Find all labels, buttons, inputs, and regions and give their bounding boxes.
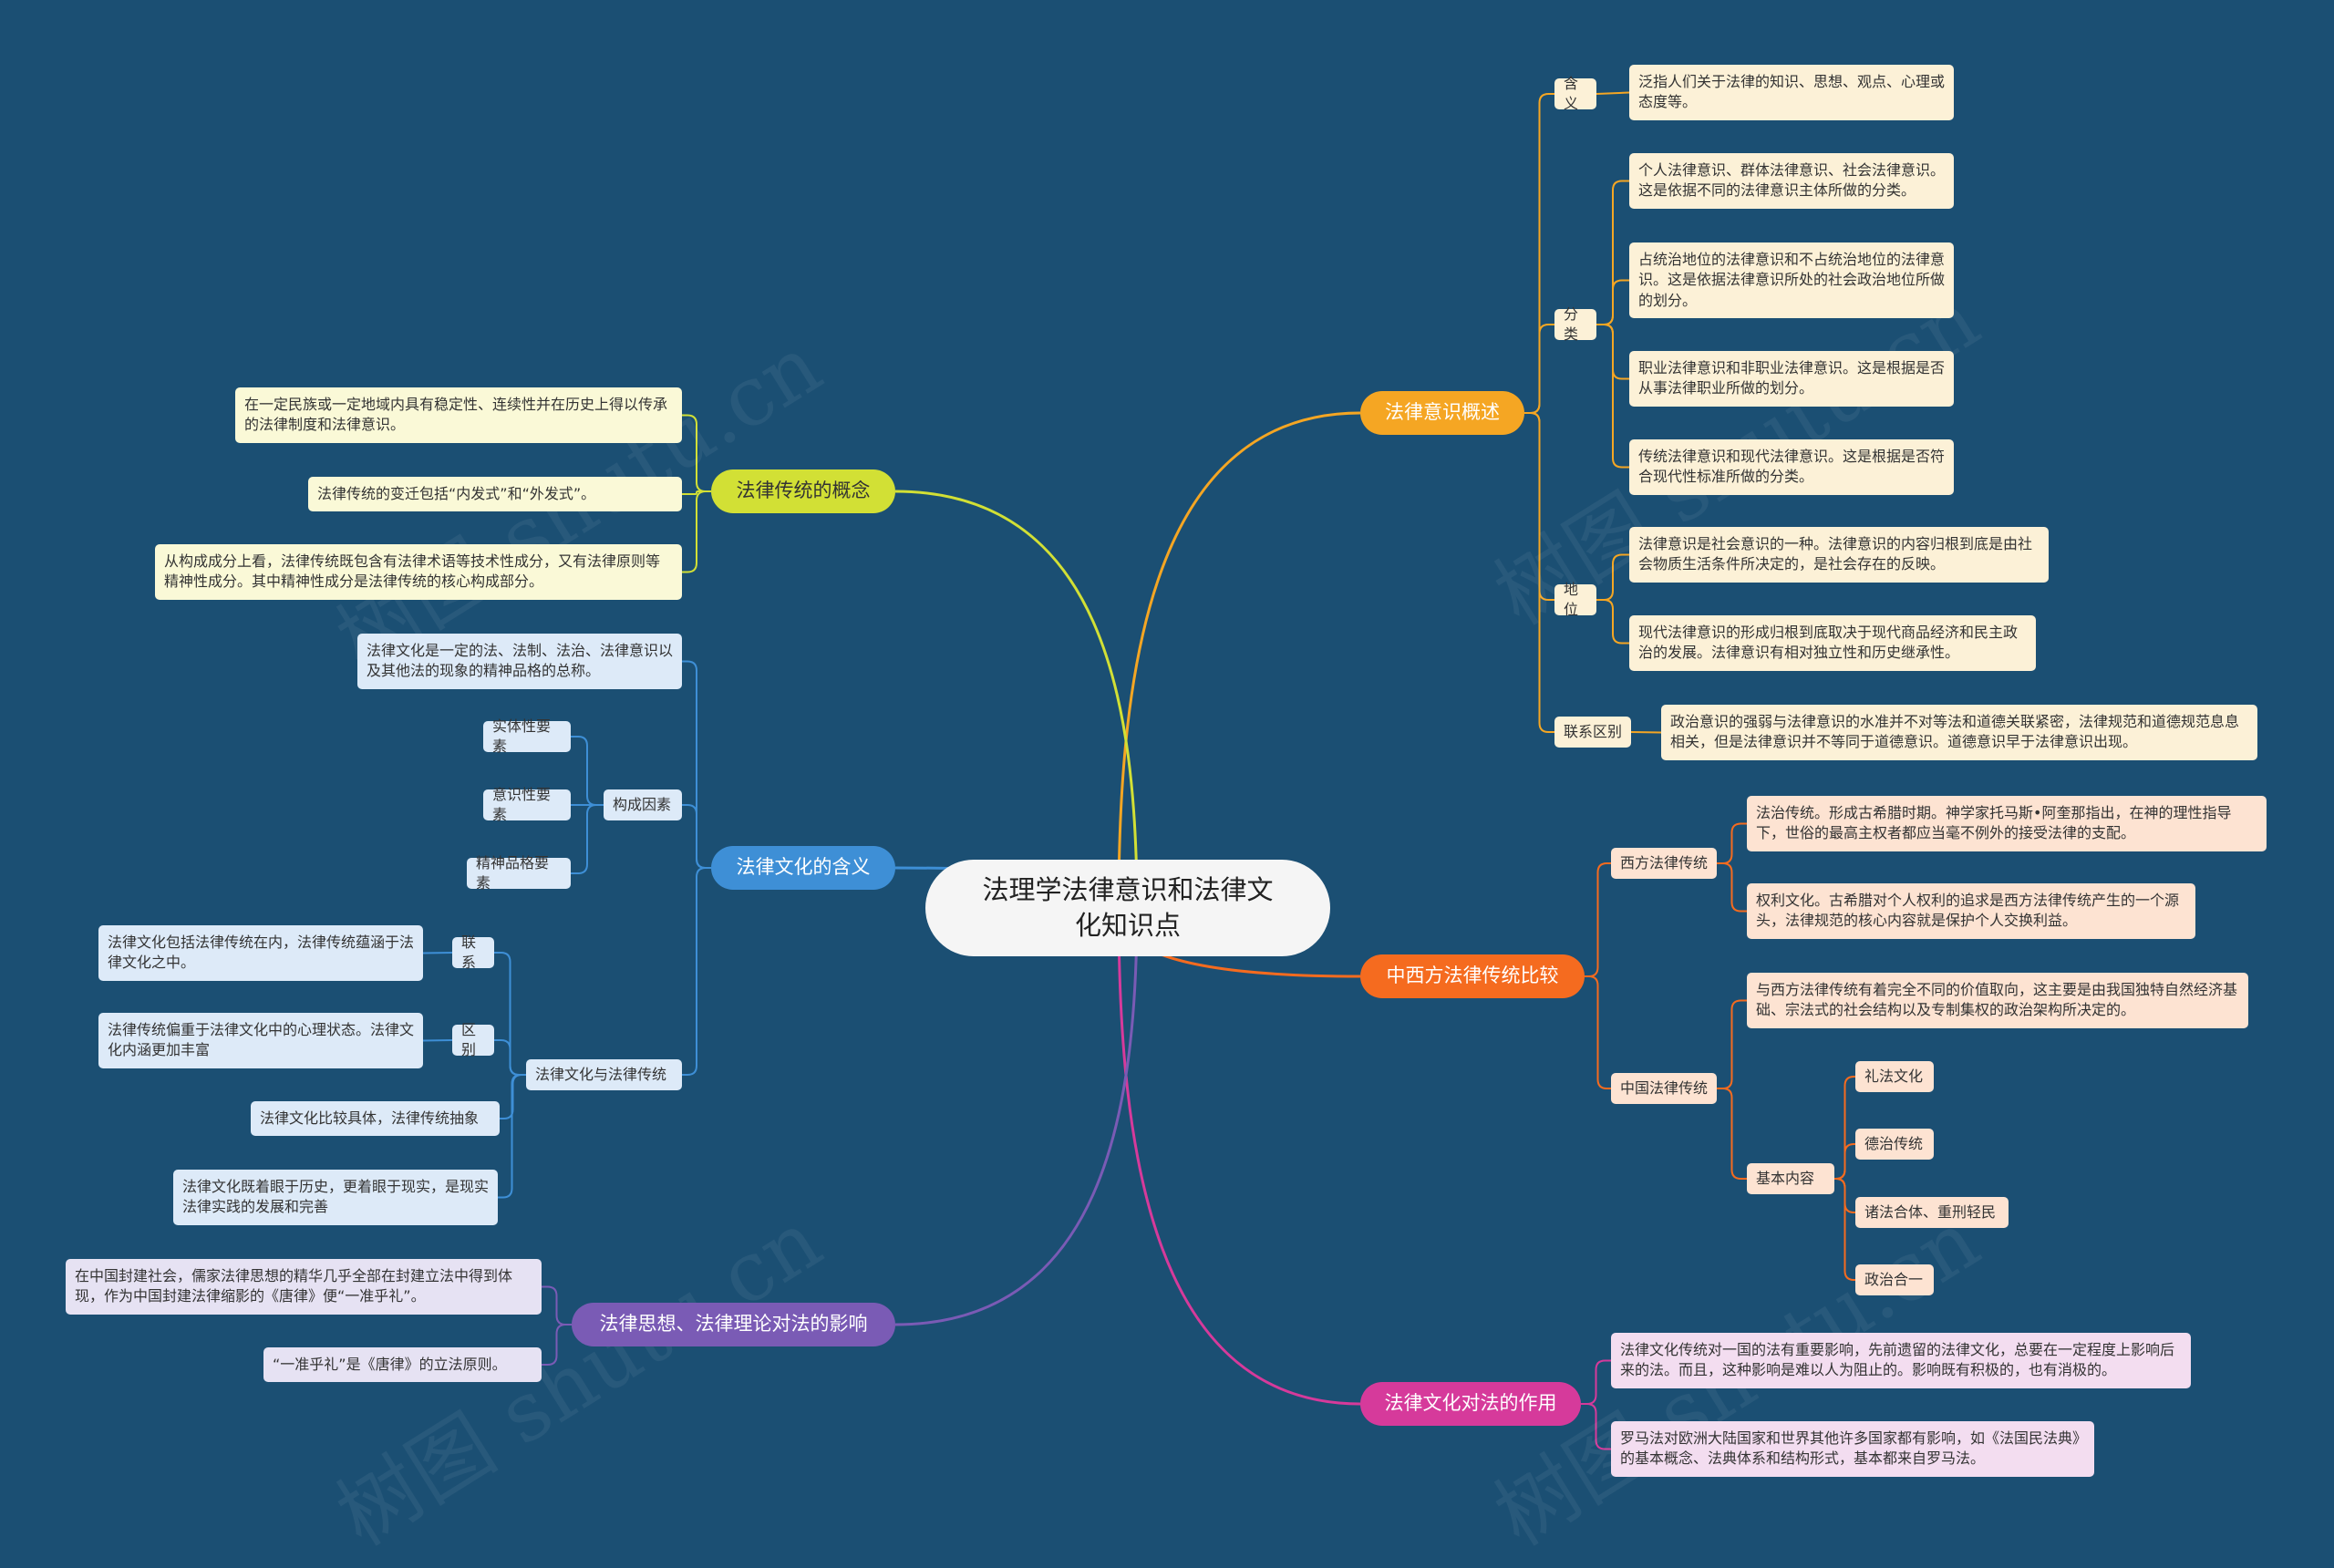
leaf-politics-unity[interactable]: 政治合一: [1855, 1264, 1934, 1295]
connector: [1524, 324, 1554, 414]
connector: [1717, 862, 1747, 913]
topic-china-west-comparison[interactable]: 中西方法律传统比较: [1360, 954, 1585, 998]
subtopic-culture-tradition-relation[interactable]: 法律文化与法律传统: [526, 1059, 682, 1090]
leaf-history-reality[interactable]: 法律文化既着眼于历史，更着眼于现实，是现实法律实践的发展和完善: [173, 1170, 498, 1225]
leaf-virtue-tradition[interactable]: 德治传统: [1855, 1129, 1934, 1160]
subtopic-chinese-legal-tradition[interactable]: 中国法律传统: [1611, 1073, 1717, 1104]
leaf-tradition-concept-2[interactable]: 法律传统的变迁包括“内发式”和“外发式”。: [308, 477, 682, 512]
connector: [1585, 975, 1611, 1089]
root-topic[interactable]: 法理学法律意识和法律文化知识点: [925, 860, 1330, 956]
leaf-spiritual-character-factor[interactable]: 精神品格要素: [467, 854, 571, 892]
leaf-combined-laws[interactable]: 诸法合体、重刑轻民: [1855, 1197, 2009, 1228]
connector-main: [1117, 907, 1361, 1406]
topic-legal-tradition-concept[interactable]: 法律传统的概念: [711, 469, 895, 513]
leaf-concrete-abstract[interactable]: 法律文化比较具体，法律传统抽象: [251, 1101, 500, 1137]
connector-main: [894, 907, 1139, 1326]
leaf-consciousness-factor[interactable]: 意识性要素: [483, 786, 571, 823]
subtopic-status[interactable]: 地位: [1554, 581, 1596, 618]
connector: [1596, 553, 1629, 601]
connector-main: [1117, 411, 1361, 909]
connector-main: [894, 490, 1139, 909]
connector: [682, 490, 711, 573]
connector: [542, 1324, 572, 1366]
leaf-substantive-factor[interactable]: 实体性要素: [483, 717, 571, 755]
connector: [1596, 279, 1629, 325]
connector: [494, 1039, 526, 1076]
connector: [422, 1039, 453, 1042]
connector: [1717, 1088, 1747, 1180]
connector: [422, 952, 453, 954]
connector: [571, 736, 604, 806]
leaf-western-2[interactable]: 权利文化。古希腊对个人权利的追求是西方法律传统产生的一个源头，法律规范的核心内容…: [1747, 883, 2195, 939]
leaf-chinese-text[interactable]: 与西方法律传统有着完全不同的价值取向，这主要是由我国独特自然经济基础、宗法式的社…: [1747, 973, 2248, 1028]
connector: [1585, 862, 1611, 977]
topic-legal-culture-meaning[interactable]: 法律文化的含义: [711, 846, 895, 890]
leaf-culture-effect-2[interactable]: 罗马法对欧洲大陆国家和世界其他许多国家都有影响，如《法国民法典》的基本概念、法典…: [1611, 1421, 2094, 1477]
connector: [1596, 599, 1629, 645]
leaf-tradition-concept-1[interactable]: 在一定民族或一定地域内具有稳定性、连续性并在历史上得以传承的法律制度和法律意识。: [235, 387, 682, 443]
topic-legal-consciousness-overview[interactable]: 法律意识概述: [1360, 391, 1524, 435]
topic-culture-effect-on-law[interactable]: 法律文化对法的作用: [1360, 1382, 1581, 1426]
leaf-thought-influence-1[interactable]: 在中国封建社会，儒家法律思想的精华几乎全部在封建立法中得到体现，作为中国封建法律…: [66, 1259, 542, 1315]
connector: [682, 490, 711, 495]
connector: [542, 1285, 572, 1326]
leaf-western-1[interactable]: 法治传统。形成古希腊时期。神学家托马斯•阿奎那指出，在神的理性指导下，世俗的最高…: [1747, 796, 2267, 851]
topic-legal-thought-influence[interactable]: 法律思想、法律理论对法的影响: [572, 1303, 895, 1346]
leaf-classification-1[interactable]: 个人法律意识、群体法律意识、社会法律意识。这是依据不同的法律意识主体所做的分类。: [1629, 153, 1954, 209]
leaf-classification-3[interactable]: 职业法律意识和非职业法律意识。这是根据是否从事法律职业所做的划分。: [1629, 351, 1954, 407]
leaf-culture-effect-1[interactable]: 法律文化传统对一国的法有重要影响，先前遗留的法律文化，总要在一定程度上影响后来的…: [1611, 1333, 2191, 1388]
leaf-meaning-text[interactable]: 泛指人们关于法律的知识、思想、观点、心理或态度等。: [1629, 65, 1954, 120]
leaf-classification-2[interactable]: 占统治地位的法律意识和不占统治地位的法律意识。这是依据法律意识所处的社会政治地位…: [1629, 242, 1954, 319]
subtopic-difference[interactable]: 区别: [452, 1021, 494, 1058]
connector: [1717, 999, 1747, 1089]
subtopic-basic-content[interactable]: 基本内容: [1747, 1163, 1834, 1194]
subtopic-classification[interactable]: 分类: [1554, 305, 1596, 343]
subtopic-relation-difference[interactable]: 联系区别: [1554, 717, 1631, 748]
connector: [1834, 1143, 1855, 1180]
connector: [571, 804, 604, 874]
subtopic-connection[interactable]: 联系: [452, 934, 494, 971]
leaf-legal-culture-definition[interactable]: 法律文化是一定的法、法制、法治、法律意识以及其他法的现象的精神品格的总称。: [357, 634, 682, 689]
leaf-thought-influence-2[interactable]: “一准乎礼”是《唐律》的立法原则。: [263, 1347, 542, 1383]
subtopic-meaning[interactable]: 含义: [1554, 75, 1596, 112]
leaf-status-2[interactable]: 现代法律意识的形成归根到底取决于现代商品经济和民主政治的发展。法律意识有相对独立…: [1629, 615, 2036, 671]
leaf-classification-4[interactable]: 传统法律意识和现代法律意识。这是根据是否符合现代性标准所做的分类。: [1629, 439, 1954, 495]
connector: [682, 867, 711, 1076]
connector: [1581, 1403, 1611, 1450]
leaf-status-1[interactable]: 法律意识是社会意识的一种。法律意识的内容归根到底是由社会物质生活条件所决定的，是…: [1629, 527, 2049, 583]
leaf-connection-text[interactable]: 法律文化包括法律传统在内，法律传统蕴涵于法律文化之中。: [98, 925, 423, 981]
leaf-relation-difference-text[interactable]: 政治意识的强弱与法律意识的水准并不对等法和道德关联紧密，法律规范和道德规范息息相…: [1661, 705, 2257, 760]
connector: [1630, 731, 1662, 734]
leaf-ritual-law-culture[interactable]: 礼法文化: [1855, 1061, 1934, 1092]
connector: [682, 804, 711, 869]
connector: [1717, 822, 1747, 864]
subtopic-western-legal-tradition[interactable]: 西方法律传统: [1611, 848, 1717, 879]
connector: [1524, 412, 1554, 733]
leaf-tradition-concept-3[interactable]: 从构成成分上看，法律传统既包含有法律术语等技术性成分，又有法律原则等精神性成分。…: [155, 544, 682, 600]
connector: [1834, 1178, 1855, 1281]
connector: [1596, 324, 1629, 469]
connector: [1596, 91, 1630, 95]
subtopic-constituent-factors[interactable]: 构成因素: [604, 789, 682, 820]
connector: [498, 1074, 526, 1199]
leaf-difference-text[interactable]: 法律传统偏重于法律文化中的心理状态。法律文化内涵更加丰富: [98, 1013, 423, 1068]
connector: [1581, 1359, 1611, 1405]
